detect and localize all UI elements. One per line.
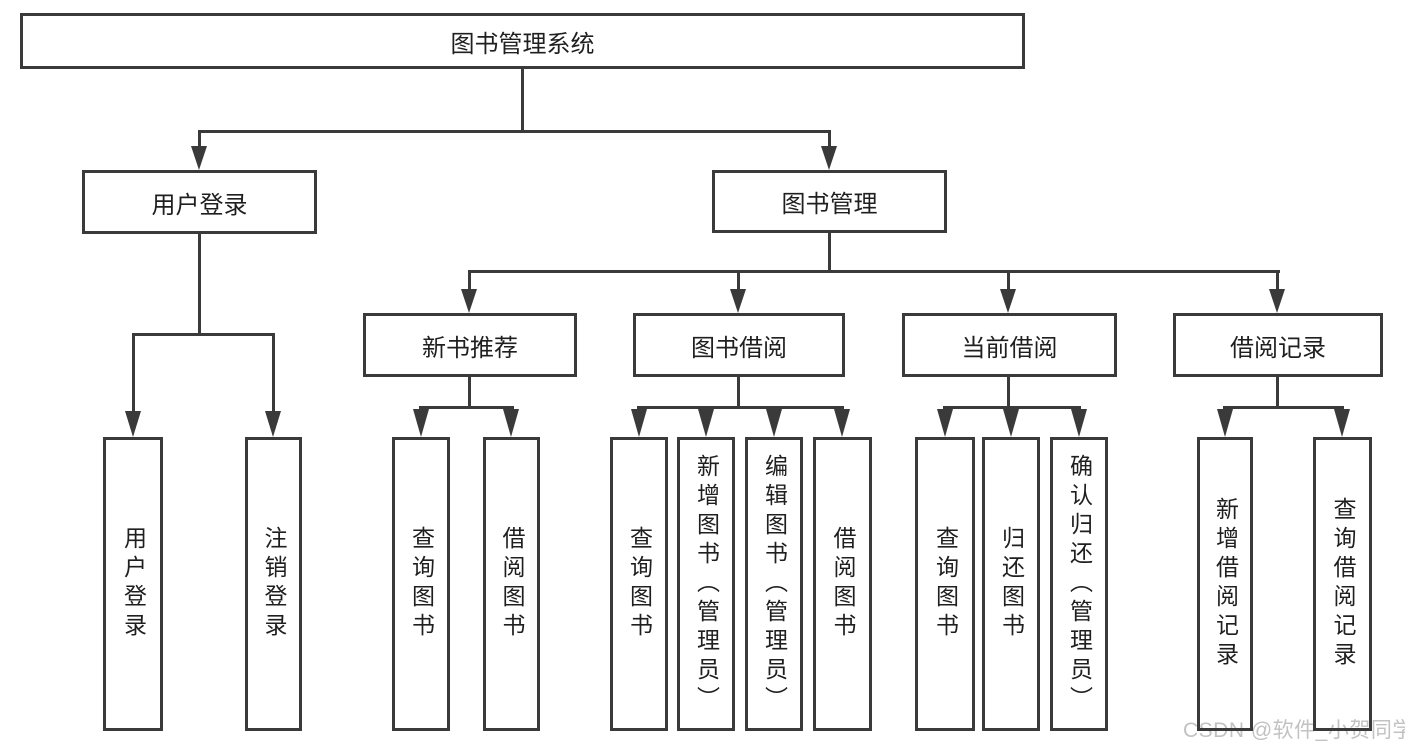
connector-login-branch bbox=[132, 333, 275, 336]
leaf-current-query-book-label: 查询图书 bbox=[932, 526, 959, 642]
connector-drop-leaf-user-login bbox=[132, 333, 135, 413]
arrowhead-down-icon bbox=[191, 146, 207, 170]
arrowhead-down-icon bbox=[265, 411, 281, 437]
leaf-records-add-record: 新增借阅记录 bbox=[1197, 437, 1253, 731]
node-user-login-label: 用户登录 bbox=[151, 191, 248, 219]
node-current-borrow: 当前借阅 bbox=[902, 313, 1117, 377]
connector-rcd-branch bbox=[1223, 406, 1344, 409]
arrowhead-down-icon bbox=[937, 409, 953, 437]
leaf-borrow-add-book-admin: 新增图书（管理员） bbox=[677, 437, 735, 731]
connector-drop-current-borrow bbox=[1007, 270, 1010, 292]
leaf-recommend-query-book: 查询图书 bbox=[392, 437, 450, 731]
node-current-borrow-label: 当前借阅 bbox=[961, 334, 1058, 362]
connector-bor-stem bbox=[737, 377, 740, 409]
connector-mgmt-stem bbox=[828, 233, 831, 273]
arrowhead-down-icon bbox=[1003, 409, 1019, 437]
leaf-records-query-record-label: 查询借阅记录 bbox=[1330, 497, 1356, 671]
node-book-management-label: 图书管理 bbox=[781, 191, 878, 218]
connector-cur-branch bbox=[943, 406, 1081, 409]
leaf-borrow-borrow-book-label: 借阅图书 bbox=[830, 526, 856, 642]
leaf-logout: 注销登录 bbox=[245, 437, 302, 731]
connector-bor-branch bbox=[637, 406, 844, 409]
leaf-current-return-book: 归还图书 bbox=[982, 437, 1040, 731]
connector-drop-user-login bbox=[198, 130, 201, 150]
leaf-borrow-add-book-admin-label: 新增图书（管理员） bbox=[693, 453, 720, 715]
connector-drop-borrow-records bbox=[1276, 270, 1279, 292]
node-book-management: 图书管理 bbox=[712, 170, 947, 233]
arrowhead-down-icon bbox=[834, 409, 850, 437]
connector-rcd-stem bbox=[1276, 377, 1279, 409]
connector-mgmt-branch bbox=[468, 270, 1280, 273]
arrowhead-down-icon bbox=[698, 409, 714, 437]
arrowhead-down-icon bbox=[1269, 289, 1285, 313]
arrowhead-down-icon bbox=[1071, 409, 1087, 437]
csdn-watermark: CSDN @软件_小贺同学 bbox=[1183, 719, 1405, 742]
arrowhead-down-icon bbox=[125, 411, 141, 437]
connector-cur-stem bbox=[1007, 377, 1010, 409]
leaf-borrow-query-book: 查询图书 bbox=[610, 437, 668, 731]
connector-rec-branch bbox=[419, 406, 514, 409]
node-book-borrow-label: 图书借阅 bbox=[691, 334, 787, 362]
leaf-user-login: 用户登录 bbox=[103, 437, 163, 731]
leaf-recommend-borrow-book-label: 借阅图书 bbox=[499, 526, 525, 642]
connector-drop-new-book-recommend bbox=[468, 270, 471, 292]
connector-rec-stem bbox=[468, 377, 471, 409]
node-new-book-recommend-label: 新书推荐 bbox=[422, 334, 518, 362]
leaf-borrow-borrow-book: 借阅图书 bbox=[813, 437, 872, 731]
leaf-recommend-query-book-label: 查询图书 bbox=[408, 526, 435, 642]
leaf-current-query-book: 查询图书 bbox=[915, 437, 975, 731]
leaf-records-query-record: 查询借阅记录 bbox=[1313, 437, 1372, 731]
connector-root-stem bbox=[521, 69, 524, 132]
arrowhead-down-icon bbox=[631, 409, 647, 437]
arrowhead-down-icon bbox=[503, 409, 519, 437]
node-root: 图书管理系统 bbox=[20, 13, 1025, 69]
node-borrow-records: 借阅记录 bbox=[1173, 313, 1383, 377]
leaf-current-return-book-label: 归还图书 bbox=[998, 526, 1025, 642]
node-user-login: 用户登录 bbox=[82, 170, 317, 234]
leaf-current-confirm-return-admin: 确认归还（管理员） bbox=[1050, 437, 1108, 731]
arrowhead-down-icon bbox=[1000, 289, 1016, 313]
leaf-current-confirm-return-admin-label: 确认归还（管理员） bbox=[1066, 453, 1093, 715]
leaf-recommend-borrow-book: 借阅图书 bbox=[483, 437, 540, 731]
leaf-user-login-label: 用户登录 bbox=[120, 526, 147, 642]
connector-drop-book-borrow bbox=[737, 270, 740, 292]
arrowhead-down-icon bbox=[1217, 409, 1233, 437]
arrowhead-down-icon bbox=[1334, 409, 1350, 437]
node-book-borrow: 图书借阅 bbox=[633, 313, 845, 377]
connector-drop-leaf-logout bbox=[272, 333, 275, 413]
leaf-borrow-edit-book-admin: 编辑图书（管理员） bbox=[745, 437, 803, 731]
leaf-logout-label: 注销登录 bbox=[261, 526, 287, 642]
node-new-book-recommend: 新书推荐 bbox=[363, 313, 577, 377]
arrowhead-down-icon bbox=[821, 146, 837, 170]
leaf-borrow-query-book-label: 查询图书 bbox=[626, 526, 653, 642]
arrowhead-down-icon bbox=[730, 289, 746, 313]
arrowhead-down-icon bbox=[766, 409, 782, 437]
node-root-label: 图书管理系统 bbox=[450, 30, 595, 58]
connector-drop-book-management bbox=[828, 130, 831, 150]
connector-root-branch bbox=[198, 130, 831, 133]
leaf-records-add-record-label: 新增借阅记录 bbox=[1212, 497, 1239, 671]
node-borrow-records-label: 借阅记录 bbox=[1230, 334, 1326, 362]
connector-login-stem bbox=[198, 234, 201, 336]
arrowhead-down-icon bbox=[461, 289, 477, 313]
leaf-borrow-edit-book-admin-label: 编辑图书（管理员） bbox=[761, 453, 788, 715]
arrowhead-down-icon bbox=[413, 409, 429, 437]
